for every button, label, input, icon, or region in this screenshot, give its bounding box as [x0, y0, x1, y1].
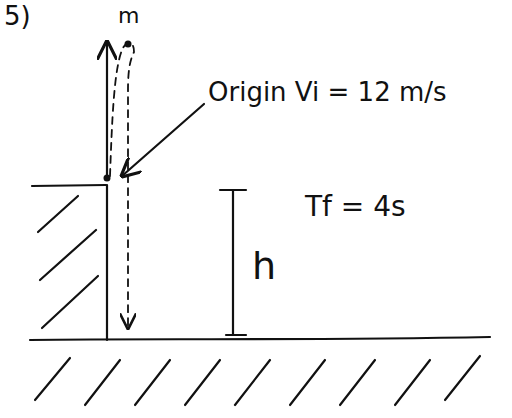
leader-arrow	[122, 104, 204, 176]
origin-dot	[104, 175, 111, 182]
hatch-line	[85, 360, 120, 405]
cliff-top	[32, 185, 106, 186]
cliff-edge	[106, 185, 108, 340]
bracket-tick	[226, 334, 246, 336]
hatch-line	[395, 360, 430, 405]
height-label: h	[252, 246, 276, 288]
cliff-hatching	[38, 196, 98, 328]
ground-hatching	[35, 356, 480, 405]
hatch-line	[340, 360, 375, 405]
trajectory-path	[110, 43, 134, 328]
bracket-tick	[220, 189, 246, 191]
hatch-line	[290, 360, 325, 405]
mass-dot	[125, 41, 132, 48]
velocity-arrow	[106, 42, 108, 178]
problem-number: 5)	[4, 2, 31, 31]
hatch-line	[35, 358, 70, 400]
time-label: Tf = 4s	[305, 192, 406, 223]
mass-label: m	[118, 4, 139, 28]
hatch-line	[38, 196, 78, 232]
hatch-line	[235, 360, 270, 405]
hatch-line	[135, 360, 170, 405]
hatch-line	[445, 356, 480, 400]
hatch-line	[40, 230, 96, 280]
origin-velocity-label: Origin Vi = 12 m/s	[208, 78, 447, 107]
height-bracket	[232, 190, 234, 335]
hatch-line	[185, 360, 220, 405]
hatch-line	[42, 276, 98, 328]
ground-line	[30, 337, 490, 340]
